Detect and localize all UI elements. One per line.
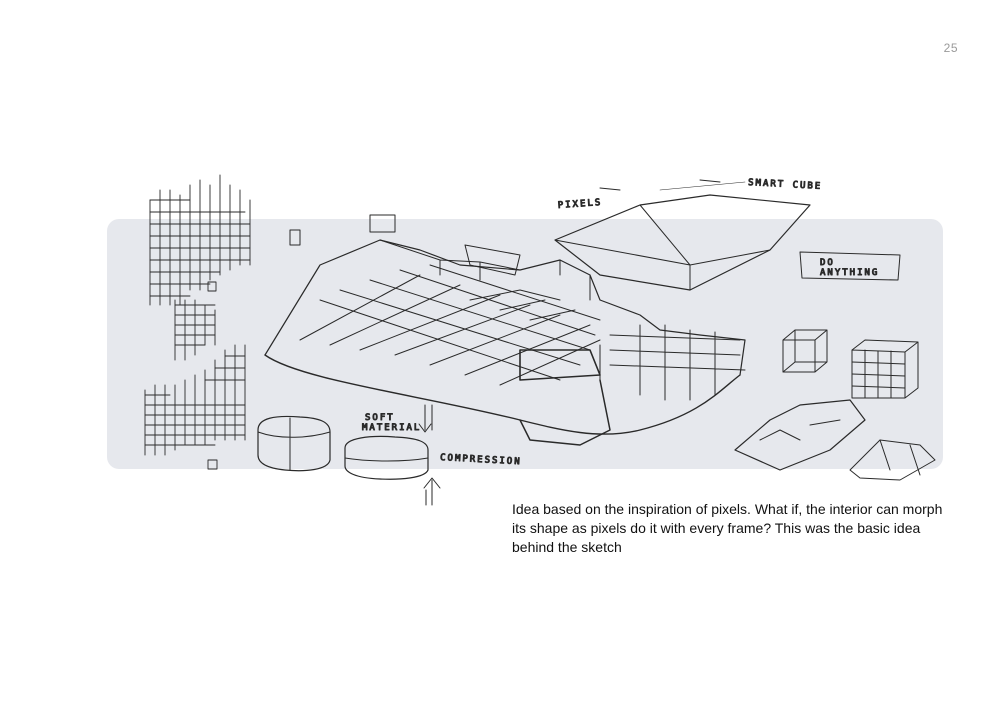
- morphing-shapes: [734, 399, 936, 481]
- compression-arrows: [418, 404, 441, 506]
- soft-cushion-compressed: [344, 435, 429, 480]
- page-number: 25: [943, 41, 958, 55]
- rubik-cube: [851, 339, 919, 399]
- do-anything-box: [799, 251, 901, 281]
- label-compression: COMPRESSION: [440, 453, 522, 467]
- cube-wireframe: [782, 329, 828, 373]
- pixel-interior-platform: [264, 214, 746, 446]
- sketch-caption: Idea based on the inspiration of pixels.…: [512, 501, 943, 555]
- label-material: MATERIAL: [362, 423, 421, 433]
- pixel-grid-left: [144, 174, 251, 470]
- label-soft: SOFT: [365, 413, 395, 423]
- smart-cube-wedge: [554, 179, 811, 291]
- label-do: DO: [820, 258, 835, 268]
- label-anything: ANYTHING: [820, 268, 879, 278]
- soft-cushion-left: [257, 415, 331, 472]
- label-smart-cube: SMART CUBE: [748, 178, 823, 192]
- label-pixels: PIXELS: [558, 198, 603, 211]
- sketch-background-panel: [107, 219, 943, 469]
